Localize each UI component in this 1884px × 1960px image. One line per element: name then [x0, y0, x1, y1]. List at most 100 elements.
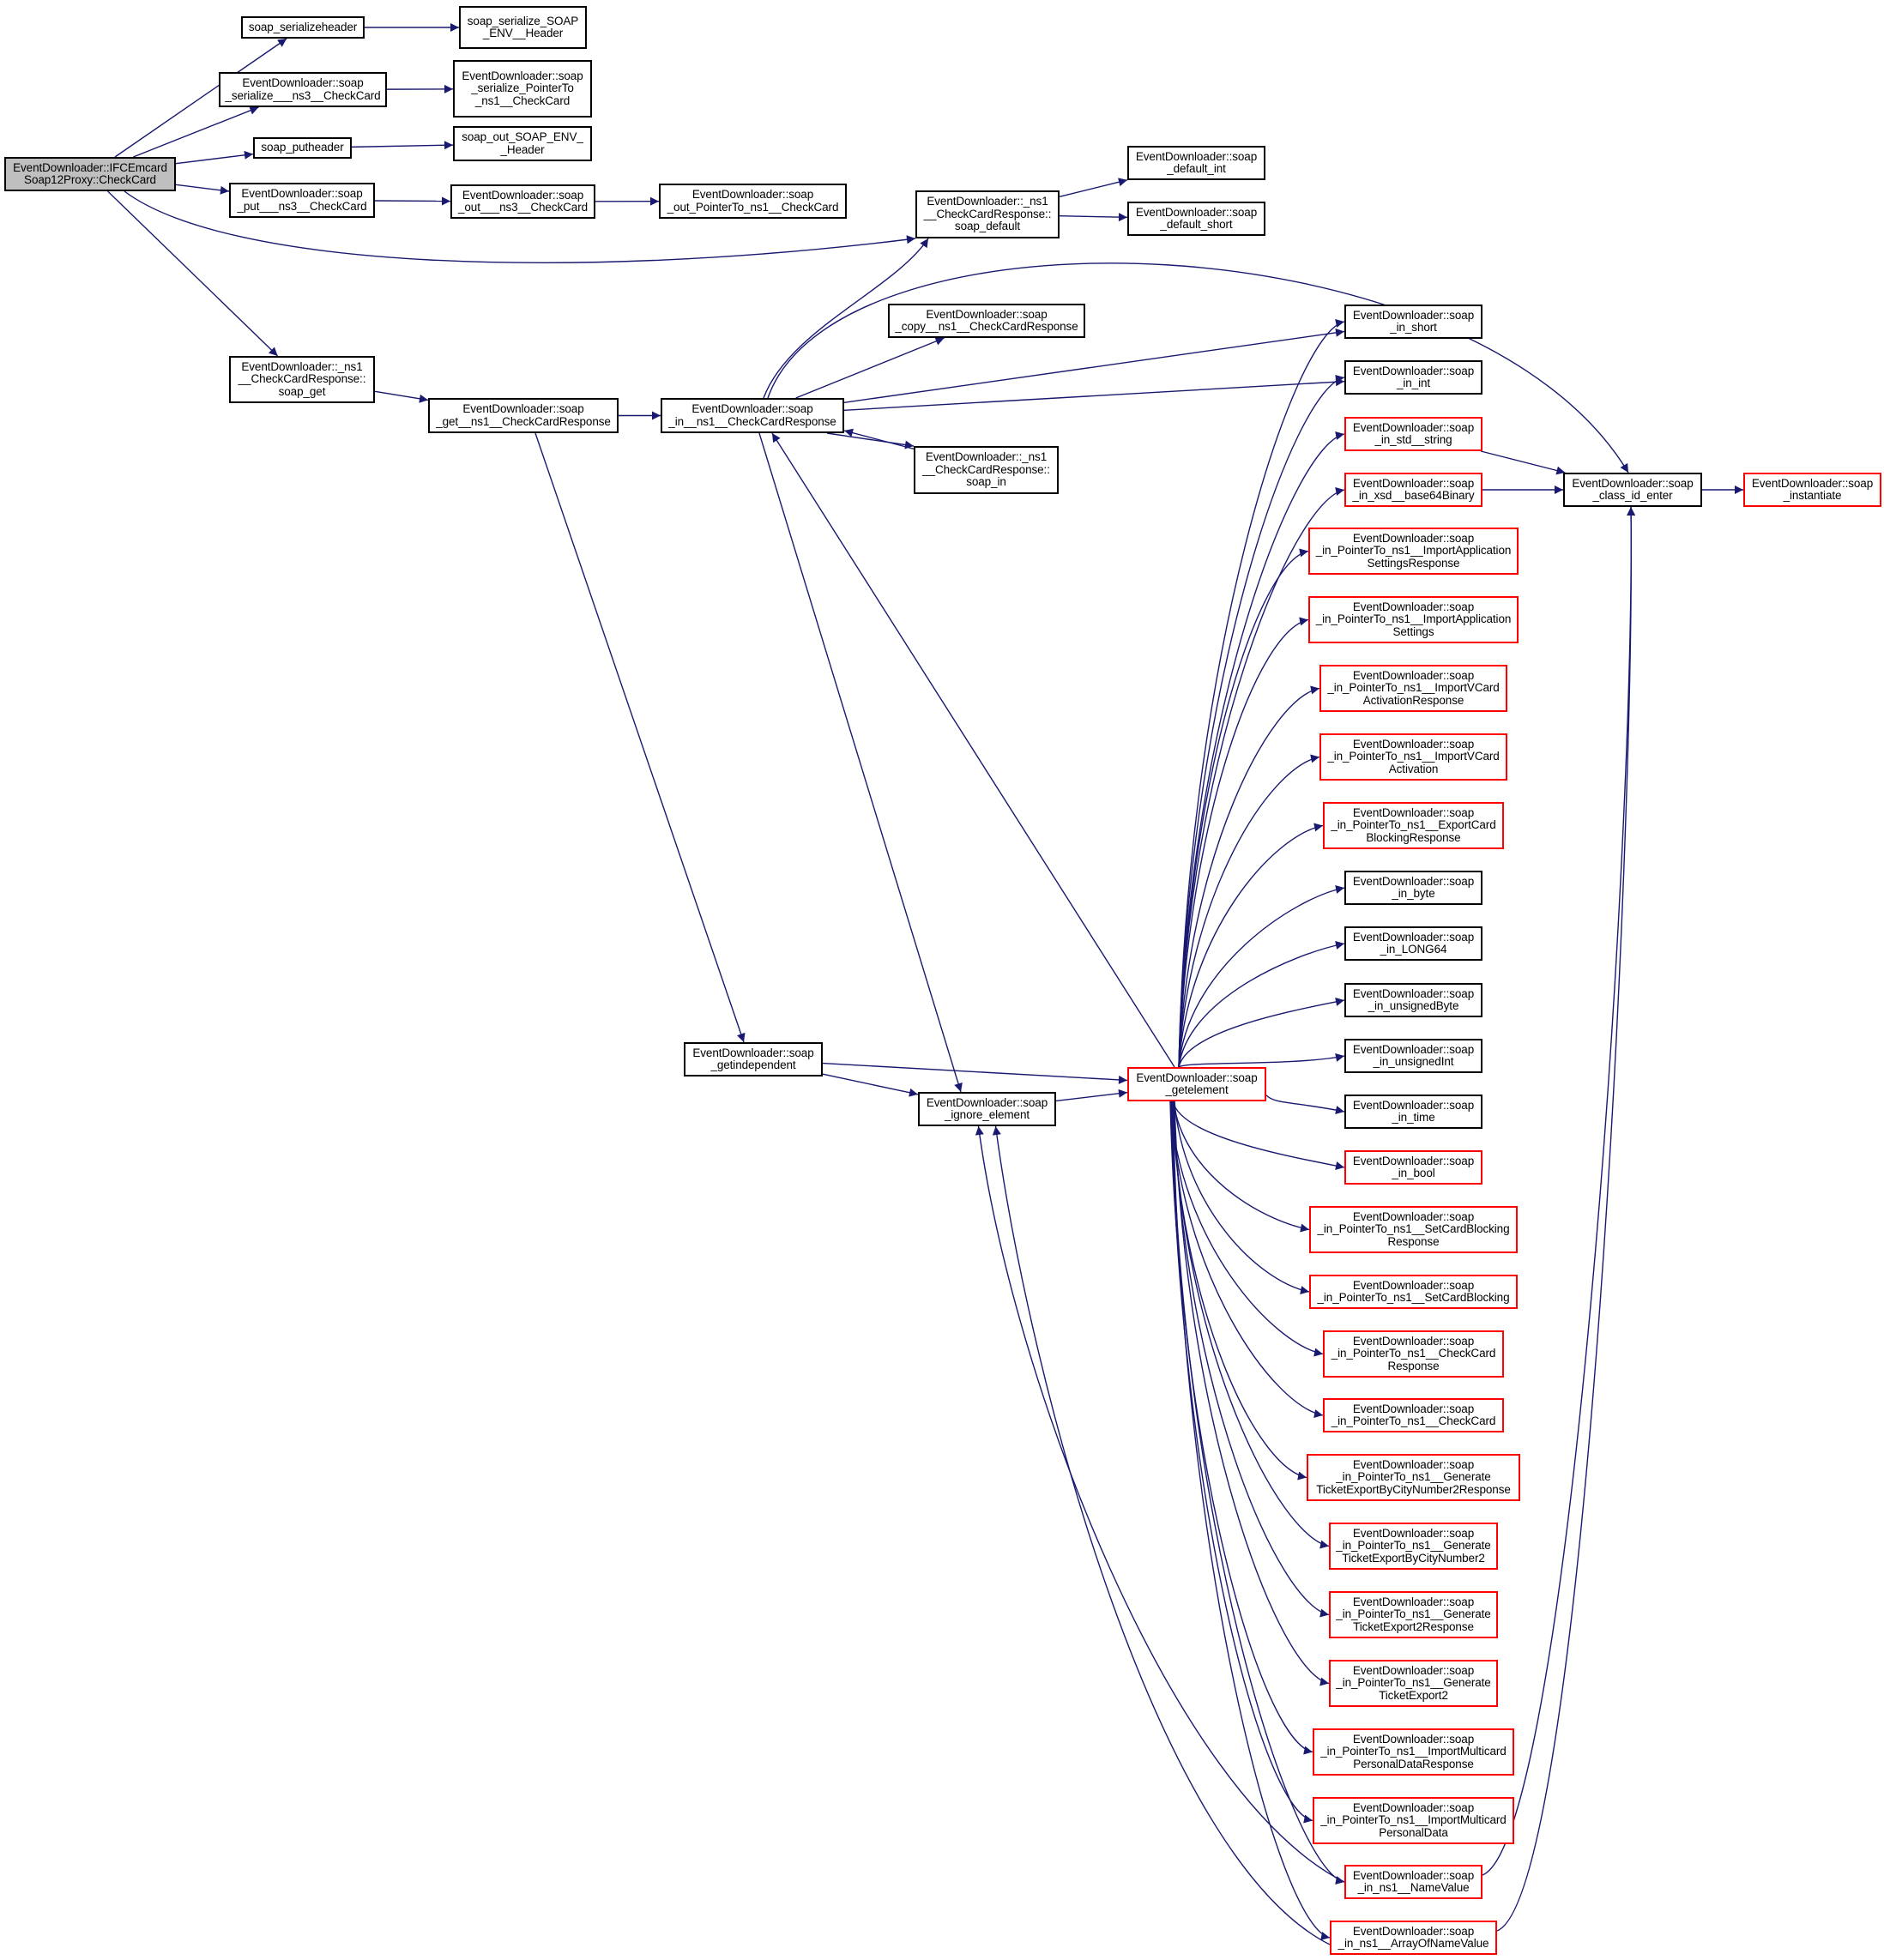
edge-in-ccr-to-ignore-element — [758, 432, 963, 1093]
node-ignore-element[interactable]: EventDownloader::soap _ignore_element — [918, 1092, 1056, 1126]
node-root[interactable]: EventDownloader::IFCEmcard Soap12Proxy::… — [4, 157, 176, 191]
node-out-ptr[interactable]: EventDownloader::soap _out_PointerTo_ns1… — [659, 184, 847, 219]
node-p-ccr[interactable]: EventDownloader::soap _in_PointerTo_ns1_… — [1323, 1330, 1504, 1378]
node-default-short[interactable]: EventDownloader::soap _default_short — [1127, 202, 1265, 236]
node-in-long64[interactable]: EventDownloader::soap _in_LONG64 — [1344, 926, 1482, 961]
edge-root-to-serializeheader — [114, 38, 287, 158]
node-p-scb[interactable]: EventDownloader::soap _in_PointerTo_ns1_… — [1309, 1275, 1518, 1309]
node-p-cc[interactable]: EventDownloader::soap _in_PointerTo_ns1_… — [1323, 1398, 1504, 1432]
node-out-ns3[interactable]: EventDownloader::soap _out___ns3__CheckC… — [450, 184, 595, 219]
node-label: EventDownloader::soap _default_int — [1135, 149, 1258, 175]
node-label: EventDownloader::soap _in_PointerTo_ns1_… — [1315, 531, 1512, 570]
node-class-id-enter[interactable]: EventDownloader::soap _class_id_enter — [1563, 473, 1702, 507]
edge-in-std-string-to-class-id-enter — [1480, 450, 1566, 475]
node-p-scbr[interactable]: EventDownloader::soap _in_PointerTo_ns1_… — [1309, 1206, 1518, 1253]
node-label: EventDownloader::soap _in__ns1__CheckCar… — [668, 402, 836, 428]
node-label: EventDownloader::soap _out_PointerTo_ns1… — [667, 188, 839, 214]
node-in-byte[interactable]: EventDownloader::soap _in_byte — [1344, 871, 1482, 905]
node-in-std-string[interactable]: EventDownloader::soap _in_std__string — [1344, 417, 1482, 451]
node-p-ivar[interactable]: EventDownloader::soap _in_PointerTo_ns1_… — [1319, 665, 1507, 712]
edge-getelement-to-p-ivar — [1178, 685, 1320, 1068]
node-p-gtebcn2[interactable]: EventDownloader::soap _in_PointerTo_ns1_… — [1329, 1523, 1498, 1570]
edge-getelement-to-in-long64 — [1178, 941, 1345, 1068]
node-getindependent[interactable]: EventDownloader::soap _getindependent — [684, 1042, 823, 1076]
node-ser-env-header[interactable]: soap_serialize_SOAP _ENV__Header — [459, 6, 587, 49]
node-put-ns3[interactable]: EventDownloader::soap _put___ns3__CheckC… — [229, 183, 375, 218]
node-p-ecbr[interactable]: EventDownloader::soap _in_PointerTo_ns1_… — [1323, 802, 1504, 849]
node-label: EventDownloader::soap _in_PointerTo_ns1_… — [1327, 668, 1500, 707]
node-p-gte2[interactable]: EventDownloader::soap _in_PointerTo_ns1_… — [1329, 1660, 1498, 1707]
node-label: EventDownloader::soap _in_LONG64 — [1352, 930, 1475, 956]
node-p-gtebcn2r[interactable]: EventDownloader::soap _in_PointerTo_ns1_… — [1307, 1454, 1520, 1501]
edge-ccr-get-to-get-ccr — [374, 390, 429, 403]
edge-root-to-putheader — [175, 150, 254, 165]
node-in-base64[interactable]: EventDownloader::soap _in_xsd__base64Bin… — [1344, 473, 1482, 507]
edge-in-ccr-to-class-id-enter — [767, 262, 1629, 473]
node-label: EventDownloader::soap _put___ns3__CheckC… — [237, 187, 367, 213]
node-in-namevalue[interactable]: EventDownloader::soap _in_ns1__NameValue — [1344, 1865, 1482, 1899]
node-putheader[interactable]: soap_putheader — [253, 137, 352, 159]
node-in-short[interactable]: EventDownloader::soap _in_short — [1344, 305, 1482, 339]
node-copy-ccr[interactable]: EventDownloader::soap _copy__ns1__CheckC… — [888, 304, 1085, 338]
edge-getelement-to-in-std-string — [1178, 431, 1345, 1068]
node-label: soap_serialize_SOAP _ENV__Header — [467, 14, 579, 39]
edge-getelement-to-in-short — [1178, 319, 1345, 1068]
node-label: EventDownloader::soap _get__ns1__CheckCa… — [436, 402, 611, 428]
node-in-int[interactable]: EventDownloader::soap _in_int — [1344, 360, 1482, 395]
node-label: EventDownloader::soap _in_PointerTo_ns1_… — [1336, 1526, 1491, 1565]
edge-getelement-to-in-uint — [1178, 1053, 1345, 1068]
edge-getelement-to-p-iva — [1178, 754, 1320, 1068]
node-ser-ptr[interactable]: EventDownloader::soap _serialize_Pointer… — [453, 60, 592, 118]
node-label: EventDownloader::soap _in_PointerTo_ns1_… — [1327, 737, 1500, 775]
node-in-ubyte[interactable]: EventDownloader::soap _in_unsignedByte — [1344, 983, 1482, 1017]
node-get-ccr[interactable]: EventDownloader::soap _get__ns1__CheckCa… — [428, 398, 619, 433]
edge-getelement-to-p-ecbr — [1178, 823, 1324, 1068]
node-label: EventDownloader::soap _default_short — [1135, 205, 1258, 231]
node-p-iasr[interactable]: EventDownloader::soap _in_PointerTo_ns1_… — [1308, 528, 1519, 575]
edge-getelement-to-in-ccr — [771, 432, 1175, 1068]
edge-ccr-in-to-in-ccr — [843, 428, 923, 452]
node-p-impdr[interactable]: EventDownloader::soap _in_PointerTo_ns1_… — [1313, 1728, 1514, 1776]
node-label: EventDownloader::soap _in_bool — [1352, 1154, 1475, 1179]
edge-put-ns3-to-out-ns3 — [374, 196, 451, 206]
node-label: EventDownloader::soap _out___ns3__CheckC… — [457, 188, 588, 214]
edge-root-to-ccr-default — [124, 190, 916, 263]
node-p-gte2r[interactable]: EventDownloader::soap _in_PointerTo_ns1_… — [1329, 1591, 1498, 1638]
edge-getelement-to-p-gte2 — [1174, 1101, 1330, 1686]
edge-in-ccr-to-in-short — [843, 328, 1345, 403]
node-label: EventDownloader::_ns1 __CheckCardRespons… — [923, 195, 1052, 233]
node-out-env-header[interactable]: soap_out_SOAP_ENV_ _Header — [453, 126, 592, 161]
edge-getelement-to-in-base64 — [1178, 487, 1345, 1068]
node-p-iva[interactable]: EventDownloader::soap _in_PointerTo_ns1_… — [1319, 733, 1507, 781]
node-ser-ns3[interactable]: EventDownloader::soap _serialize___ns3__… — [219, 72, 387, 107]
node-ccr-in[interactable]: EventDownloader::_ns1 __CheckCardRespons… — [914, 446, 1059, 494]
node-label: EventDownloader::_ns1 __CheckCardRespons… — [238, 359, 366, 398]
node-instantiate[interactable]: EventDownloader::soap _instantiate — [1743, 473, 1881, 507]
node-in-uint[interactable]: EventDownloader::soap _in_unsignedInt — [1344, 1039, 1482, 1073]
node-ccr-default[interactable]: EventDownloader::_ns1 __CheckCardRespons… — [915, 190, 1060, 238]
edge-in-ccr-to-copy-ccr — [795, 337, 945, 399]
edge-getelement-to-p-ias — [1178, 617, 1309, 1068]
edge-ccr-default-to-default-short — [1059, 213, 1128, 222]
node-p-impd[interactable]: EventDownloader::soap _in_PointerTo_ns1_… — [1313, 1797, 1514, 1844]
node-in-ccr[interactable]: EventDownloader::soap _in__ns1__CheckCar… — [661, 398, 844, 433]
node-getelement[interactable]: EventDownloader::soap _getelement — [1127, 1067, 1266, 1101]
node-default-int[interactable]: EventDownloader::soap _default_int — [1127, 146, 1265, 180]
node-in-bool[interactable]: EventDownloader::soap _in_bool — [1344, 1150, 1482, 1185]
node-in-time[interactable]: EventDownloader::soap _in_time — [1344, 1095, 1482, 1129]
node-p-ias[interactable]: EventDownloader::soap _in_PointerTo_ns1_… — [1308, 596, 1519, 643]
edge-getelement-to-p-impd — [1170, 1101, 1313, 1824]
node-label: EventDownloader::soap _in_std__string — [1352, 420, 1475, 446]
node-label: soap_putheader — [261, 141, 344, 154]
node-label: EventDownloader::soap _serialize___ns3__… — [225, 76, 381, 102]
edge-getelement-to-p-gte2r — [1173, 1101, 1330, 1618]
node-ccr-get[interactable]: EventDownloader::_ns1 __CheckCardRespons… — [229, 356, 375, 403]
edge-getelement-to-in-byte — [1178, 885, 1345, 1068]
node-in-arraynv[interactable]: EventDownloader::soap _in_ns1__ArrayOfNa… — [1330, 1921, 1497, 1955]
node-label: EventDownloader::soap _in_unsignedInt — [1352, 1042, 1475, 1068]
edge-getelement-to-p-scb — [1174, 1101, 1310, 1294]
node-serializeheader[interactable]: soap_serializeheader — [241, 16, 365, 39]
node-label: EventDownloader::soap _in_ns1__ArrayOfNa… — [1338, 1924, 1489, 1950]
